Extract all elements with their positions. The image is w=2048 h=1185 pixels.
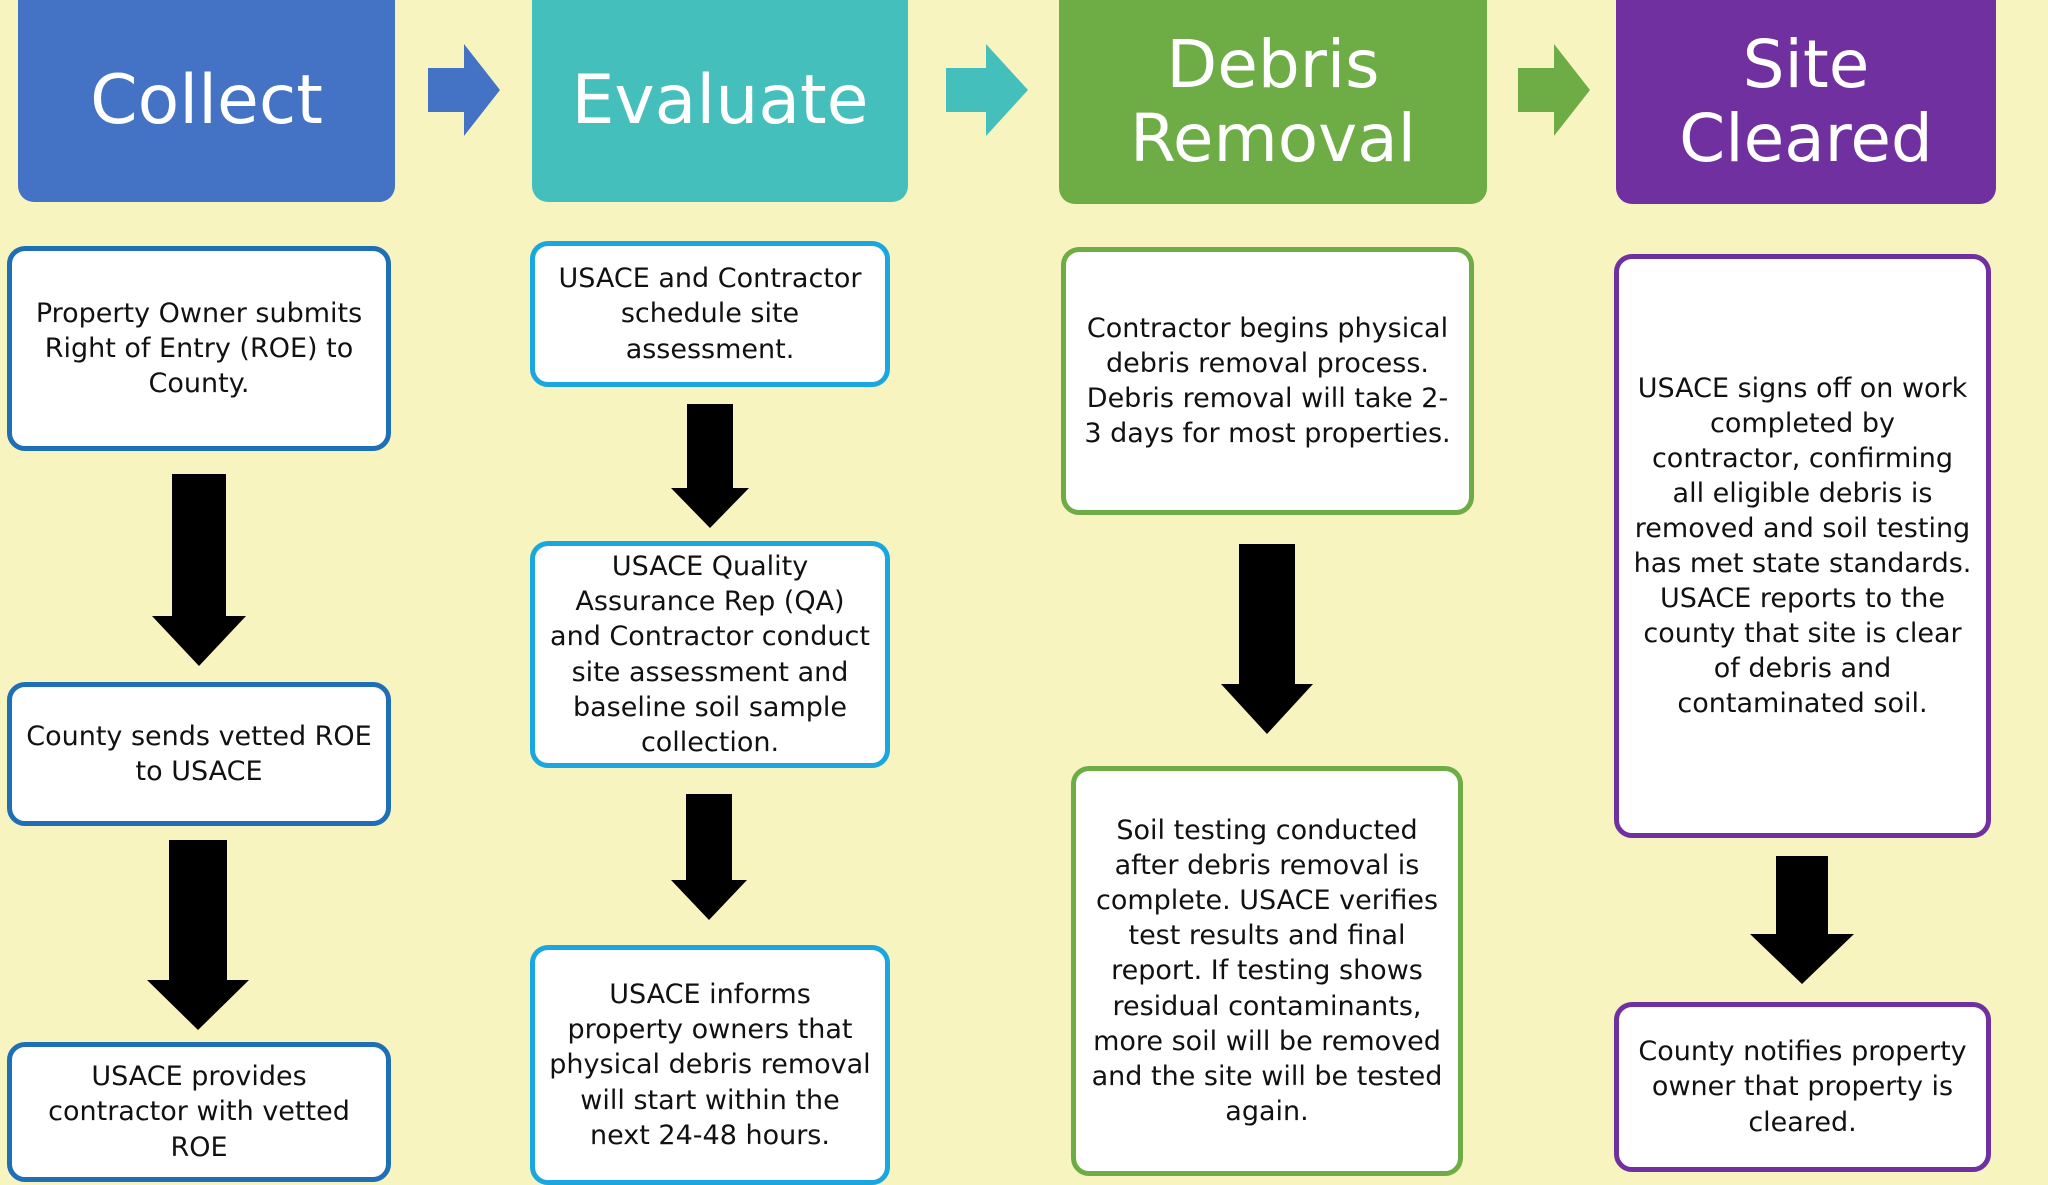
right-arrow-shape bbox=[1518, 44, 1590, 136]
down-arrow-icon bbox=[152, 474, 246, 666]
header-collect: Collect bbox=[18, 0, 395, 202]
collect-step-2-text: County sends vetted ROE to USACE bbox=[26, 720, 372, 787]
evaluate-step-2-text: USACE Quality Assurance Rep (QA) and Con… bbox=[550, 551, 870, 758]
right-arrow-icon bbox=[1518, 44, 1590, 136]
collect-step-1-text: Property Owner submits Right of Entry (R… bbox=[35, 297, 363, 400]
down-arrow-shape bbox=[1221, 544, 1313, 734]
collect-step-3: USACE provides contractor with vetted RO… bbox=[7, 1042, 391, 1182]
right-arrow-icon bbox=[946, 44, 1028, 136]
evaluate-step-2: USACE Quality Assurance Rep (QA) and Con… bbox=[530, 541, 890, 768]
debris-step-1-text: Contractor begins physical debris remova… bbox=[1084, 312, 1451, 450]
down-arrow-icon bbox=[671, 794, 747, 920]
header-debris-removal: Debris Removal bbox=[1059, 0, 1487, 204]
debris-step-2: Soil testing conducted after debris remo… bbox=[1071, 766, 1463, 1176]
evaluate-step-1-text: USACE and Contractor schedule site asses… bbox=[558, 263, 862, 365]
evaluate-step-3: USACE informs property owners that physi… bbox=[530, 945, 890, 1185]
header-evaluate: Evaluate bbox=[532, 0, 908, 202]
down-arrow-icon bbox=[1750, 856, 1854, 984]
debris-step-1: Contractor begins physical debris remova… bbox=[1061, 247, 1474, 515]
evaluate-step-1: USACE and Contractor schedule site asses… bbox=[530, 241, 890, 387]
header-site-cleared-title: Site Cleared bbox=[1679, 26, 1933, 177]
header-debris-removal-title: Debris Removal bbox=[1129, 26, 1416, 177]
header-site-cleared: Site Cleared bbox=[1616, 0, 1996, 204]
down-arrow-icon bbox=[147, 840, 249, 1030]
down-arrow-icon bbox=[671, 404, 749, 528]
header-evaluate-title: Evaluate bbox=[571, 60, 869, 140]
down-arrow-shape bbox=[671, 794, 747, 920]
header-collect-title: Collect bbox=[90, 60, 323, 140]
evaluate-step-3-text: USACE informs property owners that physi… bbox=[549, 979, 871, 1151]
right-arrow-icon bbox=[428, 44, 500, 136]
down-arrow-icon bbox=[1221, 544, 1313, 734]
cleared-step-1: USACE signs off on work completed by con… bbox=[1614, 254, 1991, 838]
down-arrow-shape bbox=[1750, 856, 1854, 984]
right-arrow-shape bbox=[428, 44, 500, 136]
collect-step-1: Property Owner submits Right of Entry (R… bbox=[7, 246, 391, 451]
down-arrow-shape bbox=[152, 474, 246, 666]
collect-step-3-text: USACE provides contractor with vetted RO… bbox=[48, 1061, 350, 1163]
down-arrow-shape bbox=[671, 404, 749, 528]
cleared-step-2-text: County notifies property owner that prop… bbox=[1638, 1036, 1967, 1138]
collect-step-2: County sends vetted ROE to USACE bbox=[7, 682, 391, 826]
debris-step-2-text: Soil testing conducted after debris remo… bbox=[1091, 815, 1443, 1127]
right-arrow-shape bbox=[946, 44, 1028, 136]
down-arrow-shape bbox=[147, 840, 249, 1030]
cleared-step-1-text: USACE signs off on work completed by con… bbox=[1633, 372, 1972, 720]
cleared-step-2: County notifies property owner that prop… bbox=[1614, 1002, 1991, 1172]
